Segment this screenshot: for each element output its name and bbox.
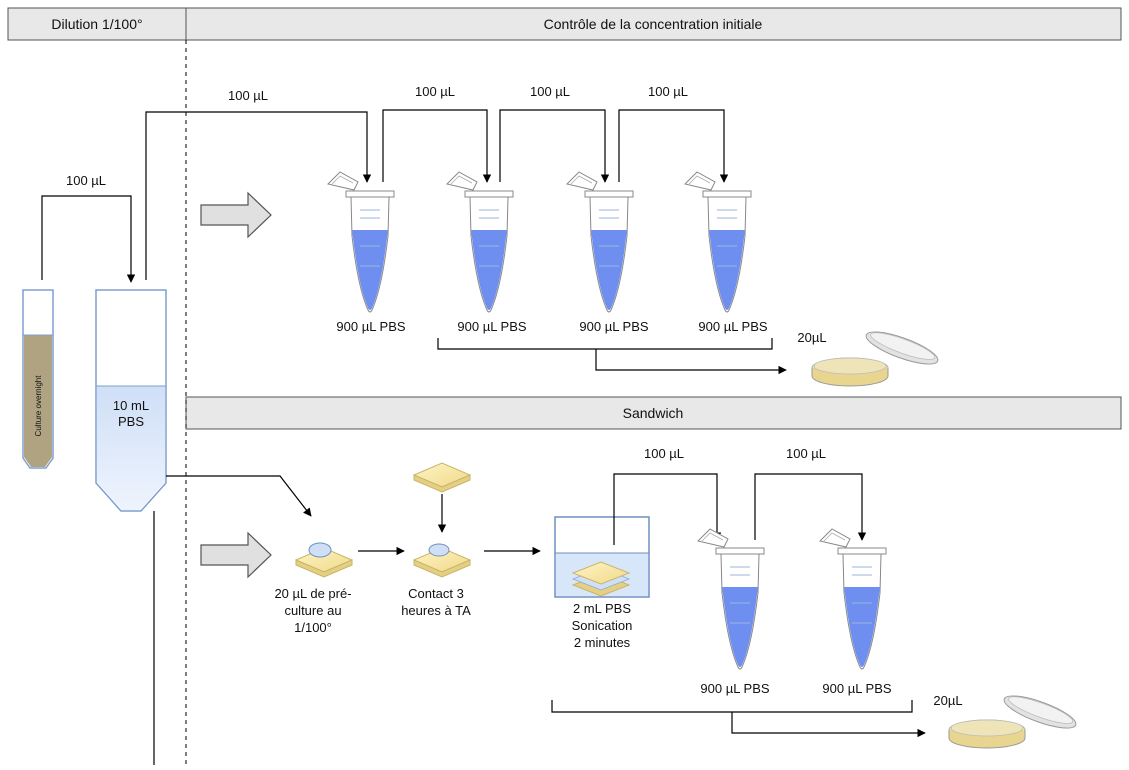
sandwich-tube-liquid-2: [844, 587, 880, 667]
control-transfer-arrow-2: [382, 109, 492, 183]
control-block-arrow: [200, 191, 272, 239]
control-tube-label-3: 900 µL PBS: [579, 319, 648, 334]
culture-transfer-volume: 100 µL: [66, 173, 106, 188]
sandwich-tube-2: [819, 528, 887, 670]
control-header-title: Contrôle de la concentration initiale: [544, 16, 763, 32]
sandwich-transfer-volume-2: 100 µL: [786, 446, 826, 461]
control-header-box: [185, 7, 1122, 41]
control-tube-label-1: 900 µL PBS: [336, 319, 405, 334]
sandwich-transfer-volume-1: 100 µL: [644, 446, 684, 461]
control-tube-liquid-3: [591, 230, 627, 310]
control-to-plate-arrow: [595, 349, 787, 375]
control-tube-label-2: 900 µL PBS: [457, 319, 526, 334]
sandwich-top-pad: [412, 462, 472, 493]
sandwich-step2-line2: heures à TA: [401, 603, 471, 618]
sonication-bath: [554, 516, 650, 598]
control-tube-3: [566, 171, 634, 313]
sandwich-pooling-bracket: [551, 700, 913, 713]
control-tube-label-4: 900 µL PBS: [698, 319, 767, 334]
sandwich-step1-line2: culture au: [284, 603, 341, 618]
sandwich-tube-liquid-1: [722, 587, 758, 667]
control-transfer-volume-2: 100 µL: [415, 84, 455, 99]
stock-tube-label-line2: PBS: [118, 414, 144, 429]
sandwich-petri-dish: [948, 695, 1077, 749]
sandwich-pad-contact: [412, 543, 472, 578]
sandwich-header-box: [185, 396, 1122, 430]
stock-to-control-arrow: [145, 111, 372, 280]
header-bar: Dilution 1/100° Contrôle de la concentra…: [7, 7, 1122, 41]
sonication-line2: Sonication: [572, 618, 633, 633]
control-tube-2: [446, 171, 514, 313]
sandwich-transfer-arrow-2: [754, 473, 867, 541]
control-transfer-volume-4: 100 µL: [648, 84, 688, 99]
sandwich-tube-series: [697, 528, 887, 670]
control-petri-dish: [811, 331, 939, 387]
sandwich-tube-1: [697, 528, 765, 670]
control-tube-4: [684, 171, 752, 313]
sandwich-tube-label-2: 900 µL PBS: [822, 681, 891, 696]
sandwich-block-arrow: [200, 531, 272, 579]
sandwich-header-title: Sandwich: [623, 405, 684, 421]
sandwich-plate-volume: 20µL: [933, 693, 962, 708]
control-tube-1: [327, 171, 395, 313]
sandwich-tube-label-1: 900 µL PBS: [700, 681, 769, 696]
stock-to-sandwich-arrow: [166, 475, 312, 517]
control-transfer-volume-1: 100 µL: [228, 88, 268, 103]
sandwich-step1-line3: 1/100°: [294, 620, 332, 635]
stock-tube-label-line1: 10 mL: [113, 398, 149, 413]
culture-tube: Culture overnight: [22, 289, 54, 469]
control-pooling-bracket: [437, 338, 773, 350]
culture-to-stock-arrow: [41, 195, 136, 283]
control-transfer-arrow-4: [618, 109, 729, 183]
bath-to-tube-arrow: [613, 473, 722, 545]
control-plate-volume: 20µL: [797, 330, 826, 345]
control-transfer-arrow-3: [499, 109, 610, 183]
control-tube-liquid-2: [471, 230, 507, 310]
sonication-line3: 2 minutes: [574, 635, 631, 650]
control-tube-series: [327, 171, 752, 313]
sandwich-step1-line1: 20 µL de pré-: [274, 586, 351, 601]
sandwich-step2-line1: Contact 3: [408, 586, 464, 601]
sonication-line1: 2 mL PBS: [573, 601, 631, 616]
dilution-header-box: [7, 7, 187, 41]
sandwich-to-plate-arrow: [731, 712, 926, 738]
control-tube-liquid-1: [352, 230, 388, 310]
control-tube-liquid-4: [709, 230, 745, 310]
culture-tube-label: Culture overnight: [34, 375, 43, 437]
sandwich-pad-inoculated: [294, 542, 354, 578]
dilution-header-title: Dilution 1/100°: [51, 16, 142, 32]
control-transfer-volume-3: 100 µL: [530, 84, 570, 99]
stock-tube: 10 mL PBS: [95, 289, 167, 512]
